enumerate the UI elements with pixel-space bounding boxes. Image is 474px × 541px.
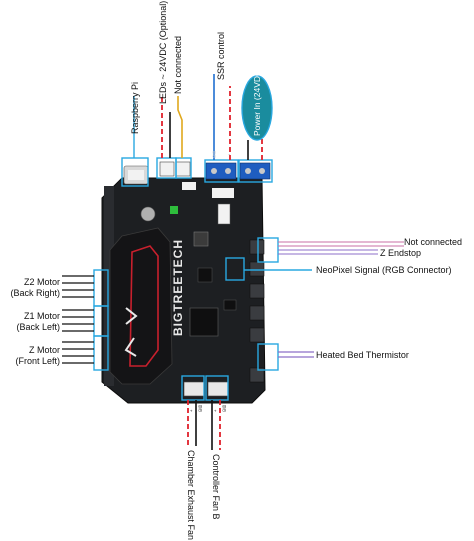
right-connector-column	[249, 239, 265, 383]
wires-chamber-fan	[187, 400, 197, 446]
highlight-ssr	[204, 159, 239, 183]
connector-highlights	[93, 157, 279, 401]
wires-ssr-control	[213, 74, 231, 160]
label-ssr-control: SSR control	[216, 32, 226, 80]
highlight-z-motor	[93, 335, 109, 371]
control-board: BIGTREETECH	[101, 161, 271, 404]
chip-small-2	[223, 299, 237, 311]
label-z-endstop: Z Endstop	[380, 248, 421, 258]
label-z2-motor-sub: (Back Right)	[10, 288, 60, 298]
label-heated-bed: Heated Bed Thermistor	[316, 350, 409, 360]
highlight-led-signal	[175, 157, 192, 179]
pin-plus-fan-b: +	[214, 408, 217, 413]
pin-gnd-fan-a: GND	[198, 404, 203, 412]
heatsink-red-stripe	[129, 245, 159, 367]
fuse	[217, 203, 231, 225]
label-z-motor: Z Motor	[29, 345, 60, 355]
capacitor	[140, 206, 156, 222]
green-led	[170, 206, 178, 214]
mcu-chip	[189, 307, 219, 337]
wires-z2-motor	[62, 275, 94, 298]
highlight-chamber-fan	[181, 375, 205, 401]
label-neopixel: NeoPixel Signal (RGB Connector)	[316, 265, 452, 275]
highlight-power-in	[238, 159, 273, 183]
wires-z1-motor	[62, 309, 94, 332]
label-controller-fan: Controller Fan B	[211, 454, 221, 520]
label-z1-motor: Z1 Motor	[24, 311, 60, 321]
wires-leds	[161, 96, 171, 158]
label-raspberry-pi: Raspberry Pi	[130, 82, 140, 134]
bottom-connector-1	[183, 381, 205, 397]
power-in-label: Power In (24VDC)	[252, 67, 262, 136]
label-z2-motor: Z2 Motor	[24, 277, 60, 287]
top-connector-row	[123, 161, 271, 198]
pin-minus-ssr: -	[228, 152, 230, 157]
highlight-controller-fan	[205, 375, 229, 401]
highlight-rpi-usb	[121, 157, 149, 187]
power-in-badge: Power In (24VDC)	[241, 67, 273, 141]
pin-marks: GND - GND GND + +	[190, 150, 230, 413]
label-chamber-fan: Chamber Exhaust Fan	[186, 450, 196, 540]
bottom-connector-2	[207, 381, 229, 397]
heatsink-case	[109, 227, 173, 385]
label-z-motor-sub: (Front Left)	[15, 356, 60, 366]
highlight-neopixel	[225, 257, 245, 281]
board-brand: BIGTREETECH	[171, 239, 185, 336]
label-z1-motor-sub: (Back Left)	[16, 322, 60, 332]
heatsink-logo-shape	[124, 307, 138, 357]
pin-gnd-ssr: GND	[212, 150, 217, 158]
label-leds: LEDs ~ 24VDC (Optional)	[158, 1, 168, 104]
label-not-connected-right: Not connected	[404, 237, 462, 247]
wires-power-in	[247, 138, 263, 160]
wires-thermistor	[278, 351, 314, 358]
pin-plus-fan-a: +	[190, 408, 193, 413]
wires-z-motor	[62, 341, 94, 364]
wires-controller-fan	[211, 400, 221, 450]
label-not-connected-top: Not connected	[173, 36, 183, 94]
board-edge-chips	[104, 186, 114, 386]
wires-z-endstop	[278, 241, 404, 255]
pin-gnd-fan-b: GND	[222, 404, 227, 412]
chip-small-1	[197, 267, 213, 283]
wires-not-connected-top	[177, 96, 183, 158]
inductor	[193, 231, 209, 247]
